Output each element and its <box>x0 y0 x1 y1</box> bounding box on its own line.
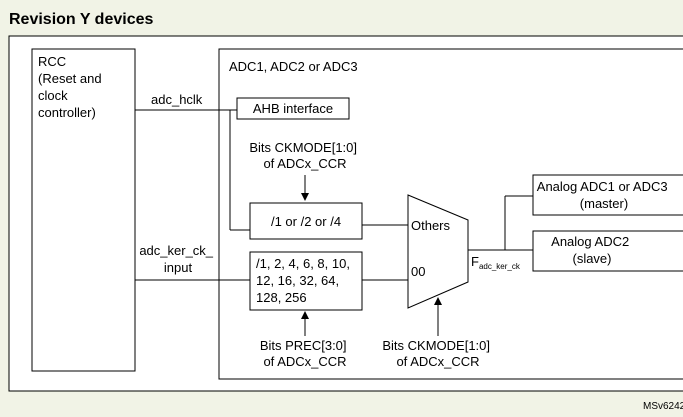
divider-small-label: /1 or /2 or /4 <box>271 214 341 229</box>
ahb-interface-label: AHB interface <box>253 101 333 116</box>
rcc-label: RCC (Reset and clock controller) <box>38 54 105 120</box>
ahb-interface-box <box>236 97 350 120</box>
analog-master-label: Analog ADC1 or ADC3 (master) <box>537 179 671 211</box>
adc-block <box>218 48 683 380</box>
mux-others-label: Others <box>411 218 451 233</box>
analog-master-box <box>532 174 683 216</box>
adc-ker-ck-label: adc_ker_ck_ input <box>139 243 216 275</box>
figure-code: MSv6242 <box>643 401 683 412</box>
analog-slave-box <box>532 230 683 272</box>
adc-block-title: ADC1, ADC2 or ADC3 <box>229 59 358 74</box>
ckmode-bottom-label: Bits CKMODE[1:0] of ADCx_CCR <box>382 338 493 369</box>
ckmode-top-label: Bits CKMODE[1:0] of ADCx_CCR <box>249 140 360 171</box>
prec-label: Bits PREC[3:0] of ADCx_CCR <box>260 338 350 369</box>
divider-big-box <box>249 251 363 311</box>
diagram-title: Revision Y devices <box>9 11 153 28</box>
divider-big-label: /1, 2, 4, 6, 8, 10, 12, 16, 32, 64, 128,… <box>256 256 354 305</box>
adc-hclk-label: adc_hclk <box>151 92 203 107</box>
clock-mux <box>407 194 469 309</box>
fadc-label: Fadc_ker_ck <box>471 254 521 271</box>
rcc-block <box>31 48 136 372</box>
mux-zero-label: 00 <box>411 264 425 279</box>
divider-small-box <box>249 202 363 240</box>
outer-frame <box>8 35 683 392</box>
analog-slave-label: Analog ADC2 (slave) <box>551 234 633 266</box>
